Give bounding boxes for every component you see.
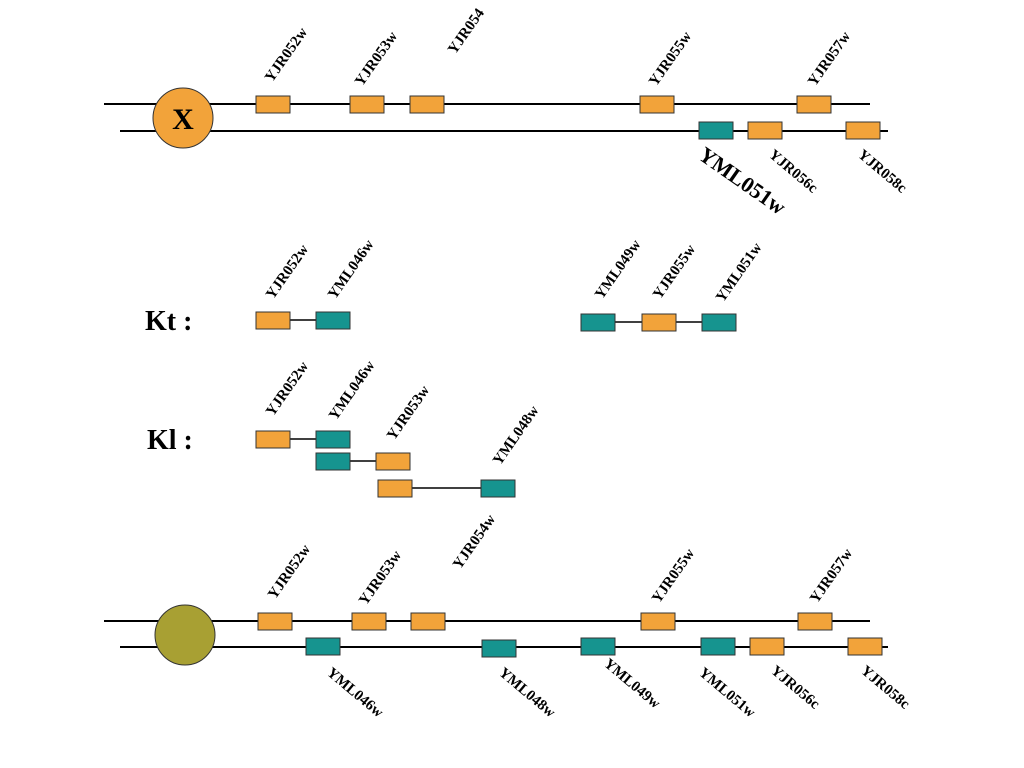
gene-box [698, 121, 734, 140]
gene-label: YML046w [325, 237, 377, 302]
gene-box [580, 637, 616, 656]
centromere-x-marker [152, 87, 214, 149]
gene-label: YJR057w [805, 29, 854, 90]
gene-box [305, 637, 341, 656]
gene-label: YJR058c [857, 663, 912, 713]
gene-label: YML049w [600, 656, 663, 712]
gene-label: YJR055w [650, 242, 699, 303]
centromere-x-label: X [172, 103, 194, 136]
gene-label: YJR053w [384, 383, 433, 444]
gene-label: YML051w [695, 665, 758, 721]
gene-label: YJR055w [646, 29, 695, 90]
gene-box [747, 121, 783, 140]
gene-label: YJR057w [807, 546, 856, 607]
gene-box [315, 430, 351, 449]
gene-label: YJR054w [450, 512, 499, 573]
gene-box [255, 430, 291, 449]
gene-label: YML048w [495, 665, 558, 721]
gene-box [315, 311, 351, 330]
row-label-kl: Kl : [147, 425, 193, 456]
gene-box [349, 95, 385, 114]
gene-box [797, 612, 833, 631]
centromere-marker [154, 604, 216, 666]
gene-label: YJR053w [352, 29, 401, 90]
gene-box [255, 311, 291, 330]
gene-box [639, 95, 675, 114]
bottom-chromosome-pair: YJR052w YJR053w YJR055w YJR057w YML046w … [104, 542, 913, 721]
gene-box [641, 313, 677, 332]
gene-box [410, 612, 446, 631]
gene-box [377, 479, 413, 498]
gene-label: YJR056c [767, 663, 822, 713]
gene-label: YML048w [490, 403, 542, 468]
gene-label: YJR052w [263, 242, 312, 303]
top-chromosome-pair: X YJR052w YJR053w YJR054 YJR055w YJR057w… [104, 5, 910, 220]
gene-label: YML049w [592, 237, 644, 302]
gene-box [749, 637, 785, 656]
gene-label: YJR052w [262, 25, 311, 86]
gene-label: YML051w [713, 240, 765, 305]
gene-box [700, 637, 736, 656]
row-label-kt: Kt : [145, 306, 192, 337]
gene-box [409, 95, 445, 114]
gene-label: YJR053w [356, 548, 405, 609]
kt-row: Kt : YJR052w YML046w YML049w YJR055w YML… [145, 237, 766, 337]
gene-label: YJR052w [263, 359, 312, 420]
gene-label: YML046w [326, 358, 378, 423]
gene-box [701, 313, 737, 332]
gene-box [255, 95, 291, 114]
gene-label: YJR052w [265, 542, 314, 603]
gene-box [315, 452, 351, 471]
gene-box [845, 121, 881, 140]
gene-box [796, 95, 832, 114]
gene-box [257, 612, 293, 631]
gene-label: YJR058c [854, 147, 909, 197]
gene-box [481, 639, 517, 658]
gene-label: YJR054 [445, 5, 488, 57]
gene-box [580, 313, 616, 332]
gene-label: YML046w [323, 665, 386, 721]
gene-box [375, 452, 411, 471]
gene-box [640, 612, 676, 631]
gene-box [847, 637, 883, 656]
gene-label: YJR055w [649, 546, 698, 607]
gene-box [351, 612, 387, 631]
gene-box [480, 479, 516, 498]
kl-row: Kl : YJR052w YML046w YJR053w YML048w YJR… [147, 358, 543, 572]
